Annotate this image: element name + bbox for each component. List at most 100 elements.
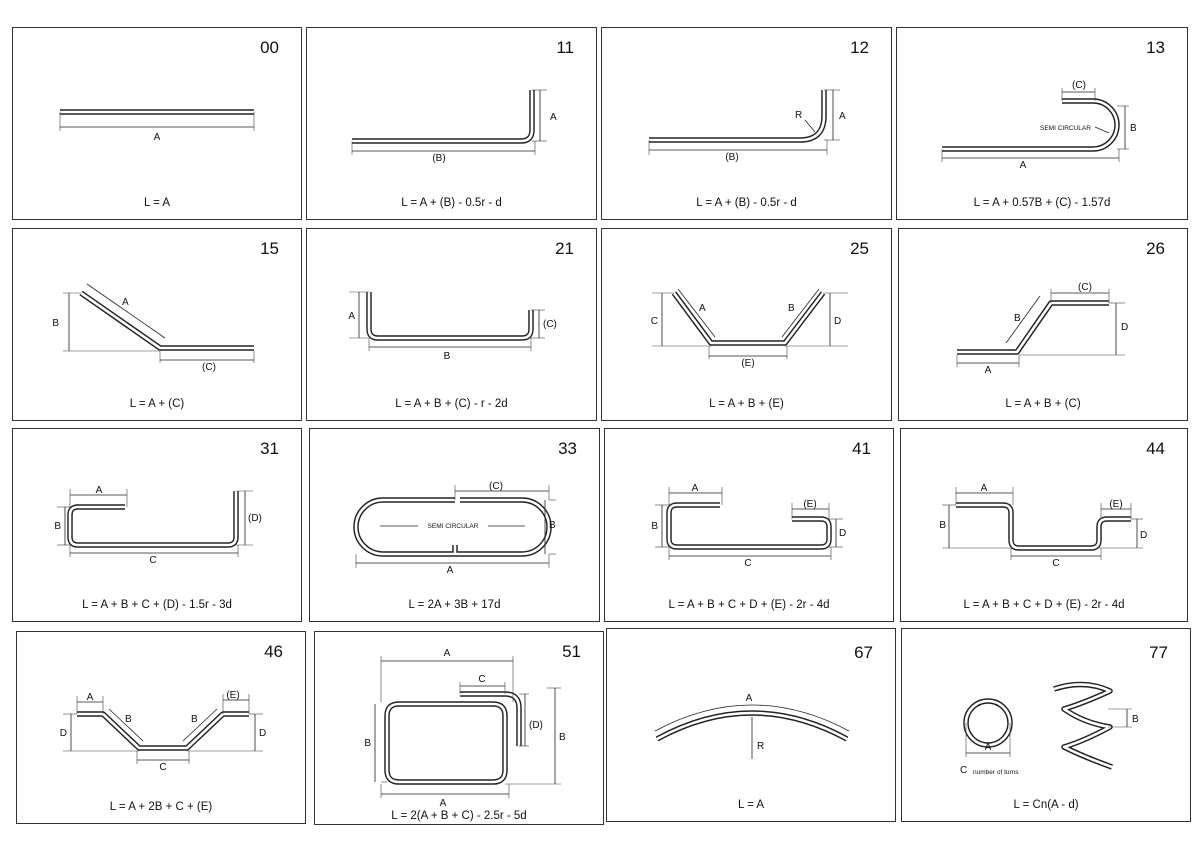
- length-formula: L = A + B + (E): [709, 398, 784, 410]
- dim-label-a: A: [122, 297, 129, 308]
- dim-label-e: (E): [741, 358, 754, 369]
- shape-card-46: 46 A B B (E) D D C L = A + 2B + C + (E): [16, 631, 306, 824]
- length-formula: L = A + B + C + D + (E) - 2r - 4d: [963, 599, 1125, 611]
- dim-label-c: C: [651, 316, 658, 327]
- shape-drawing: (C) B D A: [956, 282, 1128, 376]
- dim-label-c: (C): [202, 362, 216, 373]
- shape-drawing: A B C D (E): [651, 288, 848, 369]
- dim-label-a: A: [154, 132, 161, 143]
- length-formula: L = A + (B) - 0.5r - d: [696, 197, 797, 209]
- shape-drawing: A C (D) B B A: [364, 648, 566, 809]
- dim-label-a: A: [348, 311, 355, 322]
- dim-label-a: A: [985, 365, 992, 376]
- shape-drawing: R (B) A: [648, 89, 846, 163]
- shape-card-31: 31 A B C (D) L = A + B + C + (D) - 1.5r …: [12, 428, 302, 622]
- shape-code: 26: [1146, 239, 1165, 258]
- dim-label-c: C: [744, 558, 751, 569]
- dim-label-a: A: [985, 742, 992, 753]
- shape-code: 31: [260, 439, 279, 458]
- shape-drawing: A B B (E) D D C: [60, 690, 266, 773]
- dim-label-c: (C): [489, 481, 503, 492]
- dim-label-r: R: [757, 741, 764, 752]
- length-formula: L = 2(A + B + C) - 2.5r - 5d: [391, 810, 527, 822]
- shape-card-15: 15 A B (C) L = A + (C): [12, 228, 302, 421]
- dim-label-a: A: [550, 112, 557, 123]
- shape-code: 25: [850, 239, 869, 258]
- dim-label-a: A: [692, 483, 699, 494]
- dim-label-d: (D): [248, 513, 262, 524]
- dim-label-b: B: [444, 351, 451, 362]
- dim-label-a: A: [87, 692, 94, 703]
- dim-label-a: A: [444, 648, 451, 659]
- dim-label-d: D: [1140, 530, 1147, 541]
- shape-card-67: 67 A R L = A: [606, 628, 896, 822]
- shape-code: 21: [555, 239, 574, 258]
- shape-card-33: 33 SEMI CIRCULAR (C) B A L = 2A + 3B + 1…: [309, 428, 600, 622]
- dim-label-a: A: [96, 485, 103, 496]
- dim-label-d: D: [839, 528, 846, 539]
- shape-code: 77: [1149, 643, 1168, 662]
- shape-code: 67: [854, 643, 873, 662]
- dim-label-b-outer: B: [559, 732, 566, 743]
- dim-label-b: B: [125, 714, 132, 725]
- dim-label-c: C: [1052, 558, 1059, 569]
- dim-label-e: (E): [803, 499, 816, 510]
- shape-card-12: 12 R (B) A L = A + (B) - 0.5r - d: [601, 27, 892, 220]
- shape-drawing: A B C (E) D: [939, 483, 1147, 569]
- dim-label-c: C: [159, 762, 166, 773]
- shape-card-51: 51 A C (D) B B A L = 2(A + B + C) - 2.5r…: [314, 631, 604, 825]
- dim-label-c: (C): [1072, 80, 1086, 91]
- length-formula: L = A + 2B + C + (E): [109, 801, 213, 813]
- length-formula: L = A + B + C + D + (E) - 2r - 4d: [668, 599, 830, 611]
- dim-label-r: R: [795, 110, 802, 121]
- dim-label-b: B: [788, 303, 795, 314]
- dim-label-d: (D): [529, 720, 543, 731]
- dim-label-b: B: [1014, 313, 1021, 324]
- dim-label-a: A: [447, 565, 454, 576]
- length-formula: L = A + B + (C) - r - 2d: [395, 398, 508, 410]
- shape-code: 41: [852, 439, 871, 458]
- dim-label-d: D: [834, 316, 841, 327]
- dim-label-c: C: [478, 674, 485, 685]
- shape-drawing: SEMI CIRCULAR (C) B A: [353, 481, 556, 576]
- turns-note: number of turns: [973, 769, 1019, 776]
- shape-card-77: 77 A C number of turns B L = Cn(A - d): [901, 628, 1191, 822]
- dim-label-a: A: [1020, 160, 1027, 171]
- length-formula: L = 2A + 3B + 17d: [408, 599, 501, 611]
- dim-label-e: (E): [1109, 499, 1122, 510]
- shape-drawing: A R: [654, 693, 850, 759]
- length-formula: L = Cn(A - d): [1013, 799, 1079, 811]
- length-formula: L = A + B + (C): [1005, 398, 1081, 410]
- shape-drawing: A B C (E) D: [651, 483, 846, 569]
- dim-label-b-right: B: [191, 714, 198, 725]
- dim-label-a: A: [699, 303, 706, 314]
- dim-label-b: (B): [725, 152, 738, 163]
- dim-label-e: (E): [226, 690, 239, 701]
- dim-label-a: A: [981, 483, 988, 494]
- dim-label-c: (C): [1078, 282, 1092, 293]
- dim-label-b: B: [1132, 714, 1139, 725]
- shape-code: 15: [260, 239, 279, 258]
- dim-label-b: B: [939, 520, 946, 531]
- dim-label-b: B: [549, 520, 556, 531]
- shape-code: 33: [558, 439, 577, 458]
- shape-code: 46: [264, 642, 283, 661]
- dim-label-d: D: [60, 728, 67, 739]
- shape-card-41: 41 A B C (E) D L = A + B + C + D + (E) -…: [604, 428, 894, 622]
- dim-label-b: B: [364, 738, 371, 749]
- shape-card-44: 44 A B C (E) D L = A + B + C + D + (E) -…: [900, 428, 1188, 622]
- shape-code: 44: [1146, 439, 1165, 458]
- dim-label-b: B: [54, 521, 61, 532]
- dim-label-a: A: [746, 693, 753, 704]
- shape-drawing: A: [59, 109, 255, 143]
- shape-card-11: 11 (B) A L = A + (B) - 0.5r - d: [306, 27, 597, 220]
- shape-card-26: 26 (C) B D A L = A + B + (C): [898, 228, 1188, 421]
- shape-code: 00: [260, 38, 279, 57]
- dim-label-b: B: [52, 318, 59, 329]
- shape-drawing: (B) A: [351, 89, 557, 164]
- shape-drawing: A B (C): [348, 291, 557, 362]
- length-formula: L = A + B + C + (D) - 1.5r - 3d: [82, 599, 232, 611]
- dim-label-b: B: [1130, 123, 1137, 134]
- dim-label-a-bottom: A: [440, 798, 447, 809]
- shape-card-25: 25 A B C D (E) L = A + B + (E): [601, 228, 892, 421]
